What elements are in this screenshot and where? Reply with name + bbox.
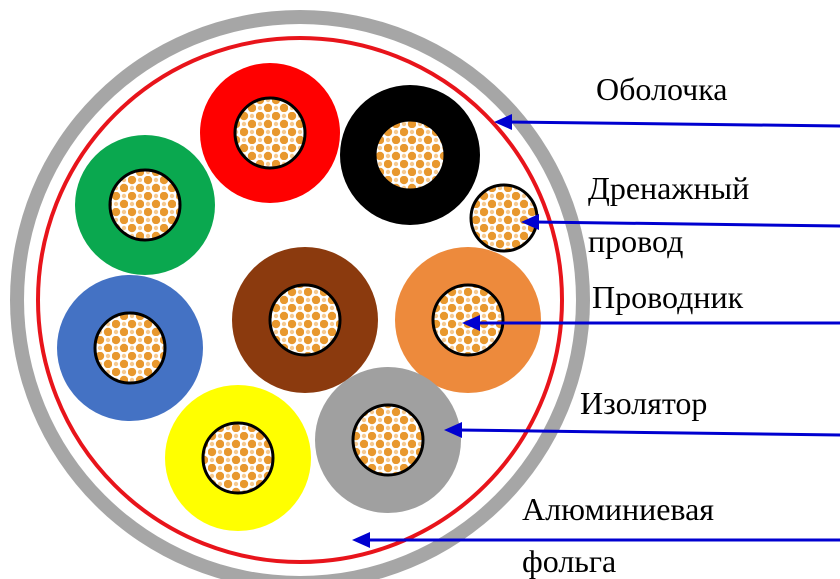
- wire-black: [340, 85, 480, 225]
- arrow-foil: [352, 532, 840, 548]
- label-conductor: Проводник: [592, 279, 744, 315]
- wire-yellow: [165, 385, 311, 531]
- label-drain-wire-line1: Дренажный: [588, 170, 749, 206]
- wire-green: [75, 135, 215, 275]
- arrow-sheath: [494, 114, 840, 130]
- arrow-conductor: [462, 315, 840, 331]
- wire-blue: [57, 275, 203, 421]
- arrow-insulator: [444, 422, 840, 438]
- label-insulator: Изолятор: [580, 385, 707, 421]
- wire-orange: [395, 247, 541, 393]
- wire-gray: [315, 367, 461, 513]
- label-foil-line2: фольга: [522, 543, 616, 579]
- label-sheath: Оболочка: [596, 71, 727, 107]
- arrow-drain-wire: [521, 214, 840, 230]
- wire-brown: [232, 247, 378, 393]
- drain-wire: [469, 183, 539, 253]
- leader-arrows: [352, 114, 840, 548]
- wire-red: [200, 63, 340, 203]
- label-foil-line1: Алюминиевая: [522, 491, 714, 527]
- label-drain-wire-line2: провод: [588, 223, 683, 259]
